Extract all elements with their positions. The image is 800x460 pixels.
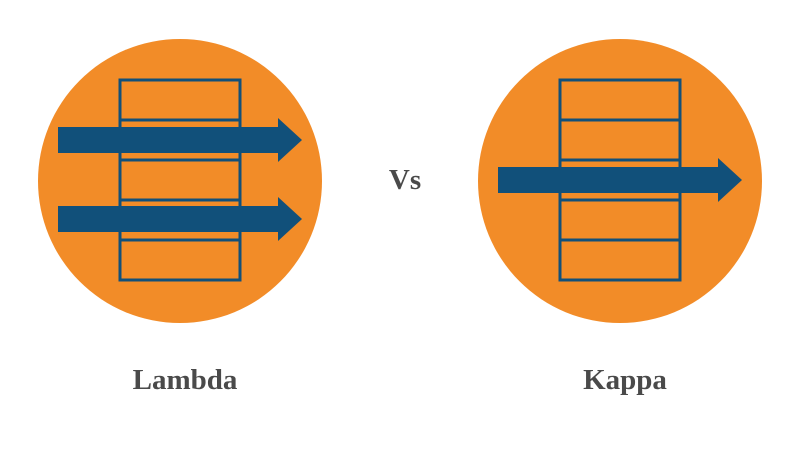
lambda-stack [118, 78, 242, 282]
lambda-diagram [38, 39, 322, 323]
lambda-top-arrow [58, 118, 302, 162]
lambda-label: Lambda [132, 364, 238, 396]
kappa-diagram [478, 39, 762, 323]
lambda-stack-outline [118, 78, 242, 282]
lambda-circle [38, 39, 322, 323]
lambda-bottom-arrow [58, 197, 302, 241]
versus-label: Vs [388, 164, 422, 196]
kappa-label: Kappa [583, 364, 667, 396]
kappa-arrow [498, 158, 742, 202]
